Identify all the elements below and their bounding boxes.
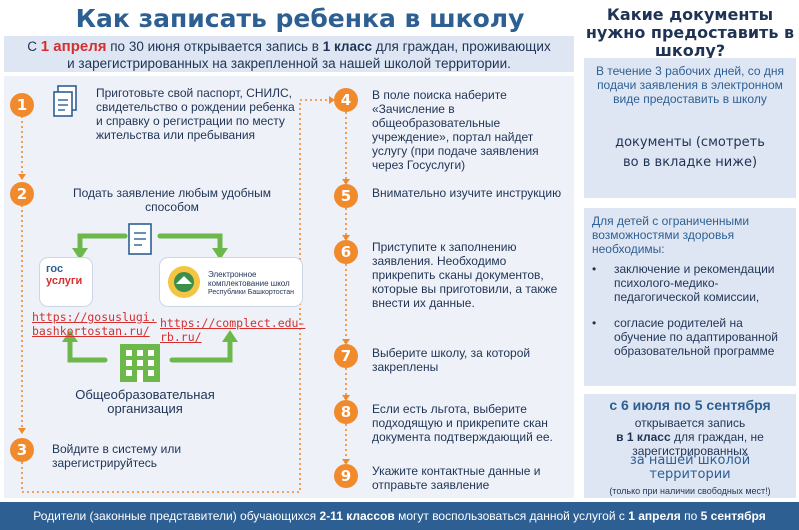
step-9-text: Укажите контактные данные и отправьте за… — [372, 464, 541, 492]
green-arrow-right — [157, 233, 223, 253]
intro-text: С — [27, 39, 38, 54]
gos-logo-bottom: услуги — [46, 275, 83, 287]
bottom-text: Родители (законные представители) обучаю… — [33, 509, 317, 523]
step-7-text: Выберите школу, за которой закреплены — [372, 346, 531, 374]
connector-3-4 — [21, 99, 330, 493]
complect-subtitle: Республики Башкортостан — [208, 289, 295, 296]
step-8-text: Если есть льгота, выберите подходящую и … — [372, 402, 553, 444]
intro-banner: С 1 апреля по 30 июня открывается запись… — [4, 36, 574, 72]
bullet-icon: • — [592, 316, 597, 330]
arrowhead-icon — [18, 174, 26, 180]
late-enrollment-date: с 6 июля по 5 сентября — [609, 397, 771, 413]
intro-class: 1 класс — [322, 39, 373, 54]
intro-line-1: С 1 апреля по 30 июня открывается запись… — [4, 38, 574, 55]
bottom-banner: Родители (законные представители) обучаю… — [0, 502, 799, 530]
late-enrollment-a: открывается запись — [634, 416, 746, 430]
arrowhead-icon — [342, 339, 350, 345]
late-enrollment-box — [584, 394, 796, 498]
step-4-badge: 4 — [334, 88, 358, 112]
application-doc-icon — [128, 223, 152, 255]
org-label: Общеобразовательная организация — [75, 387, 215, 416]
arrowhead-icon — [342, 459, 350, 465]
documents-box — [584, 58, 796, 198]
arrowhead-icon — [329, 96, 335, 104]
ovz-box — [584, 208, 796, 386]
late-enrollment-b: для граждан, не зарегистрированных — [632, 430, 764, 458]
step-7-badge: 7 — [334, 344, 358, 368]
bullet-icon: • — [592, 262, 597, 276]
arrowhead-icon — [342, 395, 350, 401]
green-arrowhead-icon — [62, 330, 78, 342]
step-1-badge: 1 — [10, 93, 34, 117]
late-enrollment-line: в 1 класс для граждан, не зарегистрирова… — [584, 430, 796, 458]
step-8-badge: 8 — [334, 400, 358, 424]
gos-logo-top: гос — [46, 263, 64, 275]
green-arrowhead-icon — [222, 330, 238, 342]
green-arrow-bottom-left — [67, 337, 108, 363]
complect-logo-card[interactable]: Электронное комплектование школ Республи… — [160, 258, 302, 306]
green-arrowhead-icon — [72, 248, 88, 260]
bottom-text: по — [684, 509, 698, 523]
step-5-text: Внимательно изучите инструкцию — [372, 186, 562, 200]
documents-text-3: во в вкладке ниже) — [622, 155, 758, 170]
step-1-text: Приготовьте свой паспорт, СНИЛС, свидете… — [96, 86, 295, 142]
complect-title: Электронное комплектование школ — [208, 270, 290, 288]
step-3-text: Войдите в систему или зарегистрируйтесь — [52, 442, 182, 470]
late-enrollment-c: за нашей школой территории — [629, 453, 751, 482]
intro-line-2: и зарегистрированных на закрепленной за … — [67, 56, 511, 71]
bashkortostan-emblem-icon — [168, 266, 200, 298]
step-9-badge: 9 — [334, 464, 358, 488]
gosuslugi-logo-card[interactable]: гос услуги — [40, 258, 92, 306]
arrowhead-icon — [18, 428, 26, 434]
green-arrow-bottom-right — [169, 337, 233, 363]
green-arrowhead-icon — [212, 248, 228, 260]
ovz-heading: Для детей с ограниченными возможностями … — [592, 214, 750, 256]
step-6-text: Приступите к заполнению заявления. Необх… — [372, 240, 558, 310]
late-enrollment-note: (только при наличии свободных мест!) — [609, 486, 771, 496]
arrowhead-icon — [342, 235, 350, 241]
school-building-icon — [120, 344, 160, 382]
bottom-text: могут воспользоваться данной услугой — [398, 509, 616, 523]
document-icon — [53, 85, 77, 117]
step-4-text: В поле поиска наберите «Зачисление в общ… — [372, 88, 539, 172]
step-2-text: Подать заявление любым удобным способом — [72, 186, 272, 214]
ovz-item-2: согласие родителей на обучение по адапти… — [614, 316, 778, 358]
bottom-date-1: 1 апреля — [628, 509, 681, 523]
right-title: Какие документы нужно предоставить в шко… — [585, 5, 795, 60]
arrowhead-icon — [342, 179, 350, 185]
green-arrow-left — [77, 233, 128, 253]
bottom-text: с — [618, 509, 625, 523]
step-6-badge: 6 — [334, 240, 358, 264]
ovz-item-1: заключение и рекомендации психолого-меди… — [614, 262, 775, 304]
intro-text: для граждан, проживающих — [375, 39, 551, 54]
documents-text-2: документы (смотреть — [615, 135, 765, 150]
bottom-classes: 2-11 классов — [319, 509, 395, 523]
gosuslugi-link[interactable]: https://gosuslugi. bashkortostan.ru/ — [32, 310, 157, 338]
step-2-badge: 2 — [10, 182, 34, 206]
documents-text: В течение 3 рабочих дней, со дня подачи … — [595, 64, 785, 106]
step-3-badge: 3 — [10, 438, 34, 462]
intro-date: 1 апреля — [40, 38, 107, 55]
complect-link[interactable]: https://complect.edu-rb.ru/ — [160, 316, 306, 344]
bottom-date-2: 5 сентября — [700, 509, 766, 523]
late-enrollment-class: в 1 класс — [616, 430, 671, 444]
step-5-badge: 5 — [334, 184, 358, 208]
intro-text: по 30 июня открывается запись в — [110, 39, 319, 54]
